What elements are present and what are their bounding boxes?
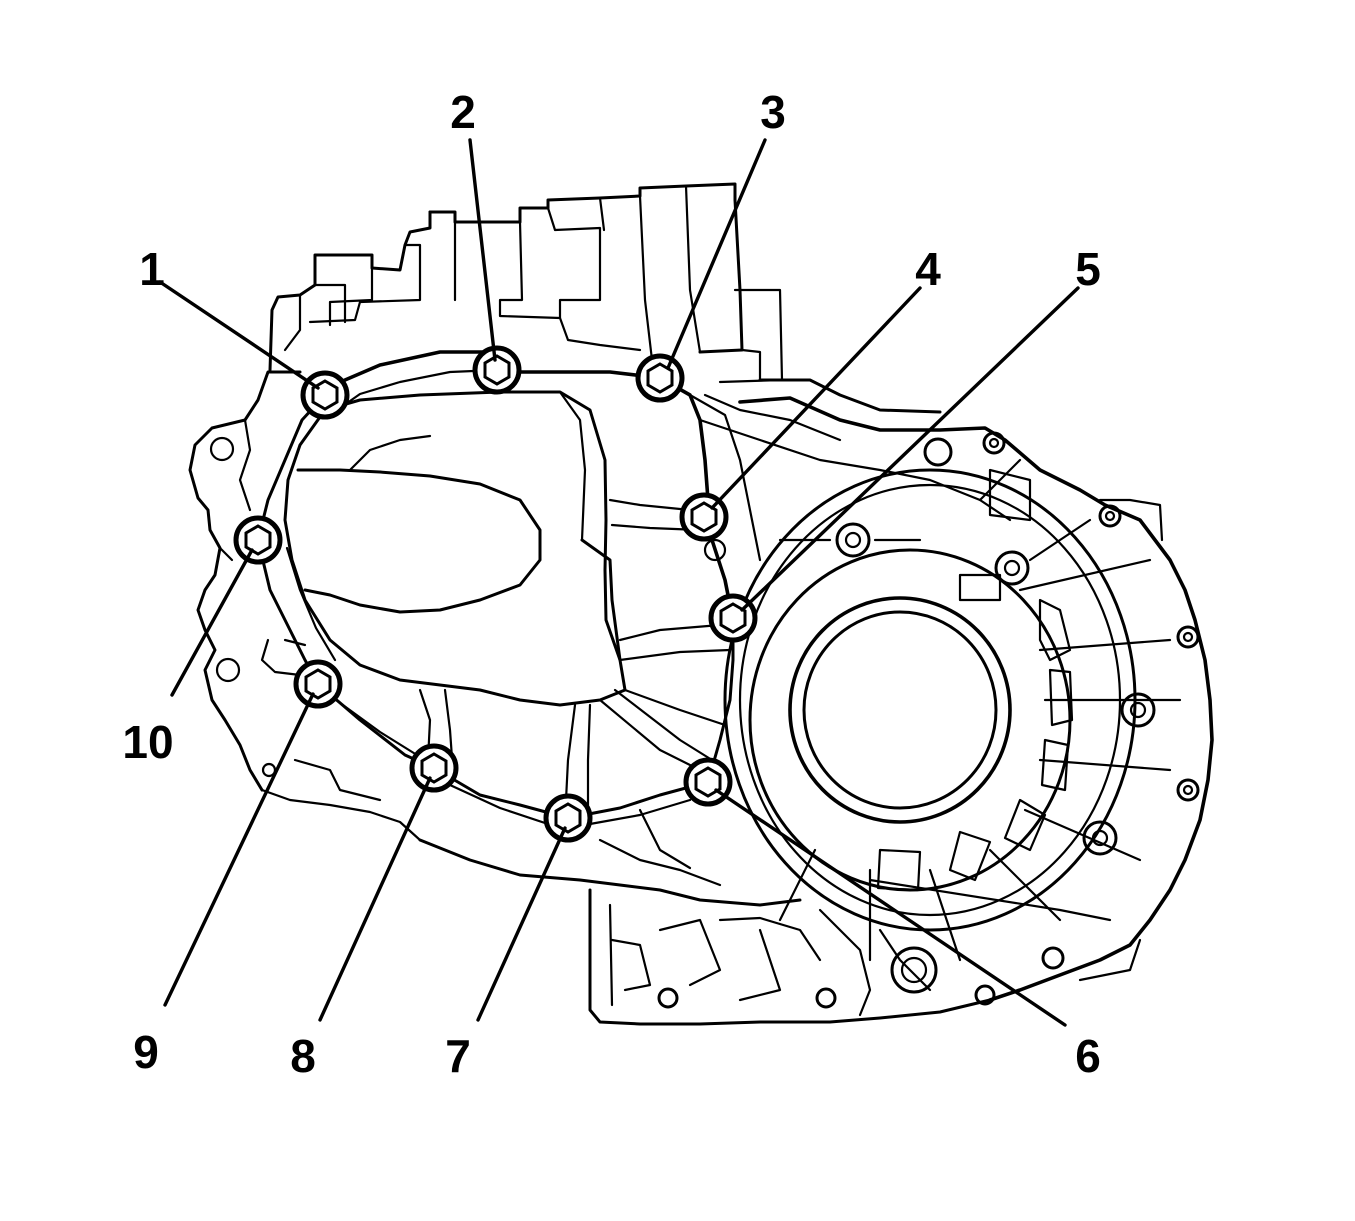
callout-10: 10 — [122, 716, 173, 768]
callout-9: 9 — [133, 1026, 159, 1078]
bolts — [233, 345, 758, 843]
left-flange — [188, 370, 422, 842]
bolt-icon — [683, 757, 733, 807]
bolt-icon — [543, 793, 593, 843]
lower-case — [418, 808, 996, 1026]
leader-line-1 — [158, 280, 320, 390]
center-ribs — [418, 498, 732, 807]
leader-line-2 — [468, 138, 497, 362]
leader-line-5 — [740, 286, 1080, 612]
bolt-icon — [409, 743, 459, 793]
leader-line-8 — [318, 776, 432, 1022]
converter-housing — [698, 378, 1214, 1002]
bolt-icon — [635, 353, 685, 403]
dome-cover — [283, 390, 627, 707]
callout-7: 7 — [445, 1030, 471, 1082]
callout-1: 1 — [139, 243, 165, 295]
callout-8: 8 — [290, 1030, 316, 1082]
callout-4: 4 — [915, 243, 941, 295]
callout-labels: 1 2 3 4 5 6 7 8 9 10 — [122, 86, 1100, 1082]
callout-3: 3 — [760, 86, 786, 138]
bolt-icon — [300, 370, 350, 420]
leader-line-4 — [710, 286, 922, 510]
callout-6: 6 — [1075, 1030, 1101, 1082]
callout-5: 5 — [1075, 243, 1101, 295]
upper-housing — [268, 182, 784, 384]
bolt-icon — [472, 345, 522, 395]
leader-line-7 — [476, 826, 567, 1022]
leader-line-6 — [714, 788, 1067, 1027]
bolt-icon — [293, 659, 343, 709]
leader-lines — [158, 138, 1080, 1027]
leader-line-3 — [666, 138, 767, 370]
callout-2: 2 — [450, 86, 476, 138]
bolt-icon — [233, 515, 283, 565]
leader-line-10 — [170, 548, 254, 697]
leader-line-9 — [163, 692, 315, 1007]
